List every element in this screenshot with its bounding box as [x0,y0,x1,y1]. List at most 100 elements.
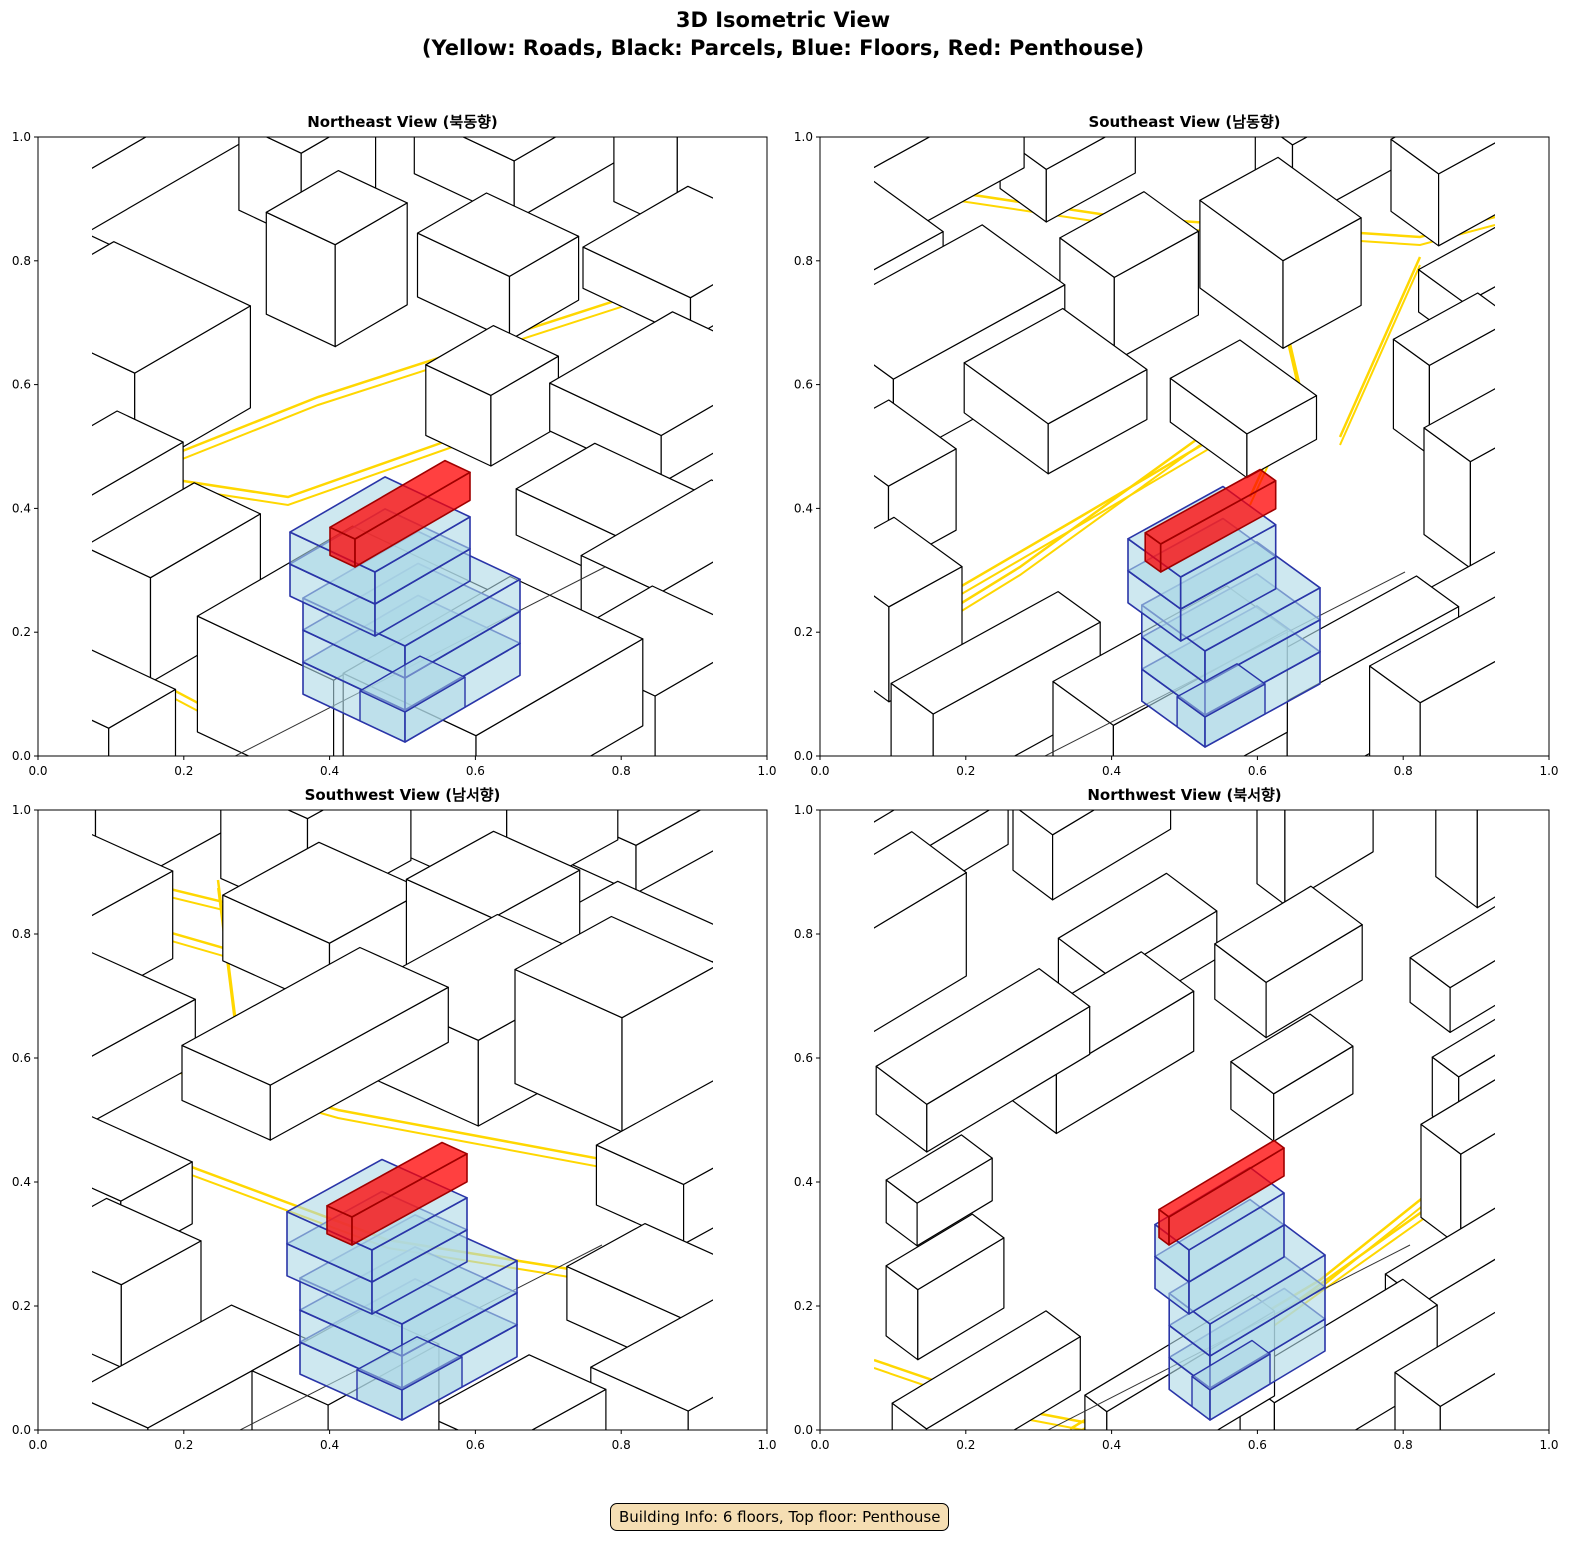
y-tick-label: 0.2 [12,625,31,639]
main-building [286,1141,518,1421]
box-face [222,841,427,944]
box-face [1417,226,1495,304]
scene [92,810,713,1430]
parcel-building [885,1134,993,1247]
box-face [566,1223,713,1325]
y-tick-label: 0.8 [12,254,31,268]
parcel-building [1230,1013,1354,1142]
parcel-building [1409,905,1495,1033]
box-face [1018,810,1096,836]
parcel-building [92,482,261,684]
box-face [92,137,251,231]
parcel-building [963,307,1148,475]
x-tick-label: 1.0 [757,1438,776,1452]
box-face [1394,1311,1495,1408]
box-face [92,719,110,756]
penthouse [1144,468,1277,573]
y-tick-label: 0.0 [794,749,813,763]
parcel-building [1169,339,1318,479]
box-face [1199,156,1362,262]
figure-title: 3D Isometric View [675,8,891,32]
x-tick-label: 0.0 [28,764,47,778]
box-face [1392,292,1495,366]
axes-frame [37,136,768,757]
parcel-building [265,169,408,348]
box-face [92,833,174,917]
y-tick-label: 0.6 [794,1051,813,1065]
subplot-title: Southwest View (남서향) [305,786,501,804]
x-tick-label: 0.8 [612,1438,631,1452]
box-face [595,1080,713,1185]
box-face [549,311,713,437]
road-line [1338,256,1422,438]
box-face [1158,1139,1285,1218]
x-tick-label: 0.8 [1394,764,1413,778]
box-face [356,1336,463,1391]
scene [874,137,1495,756]
box-face [425,325,560,396]
x-tick-label: 0.6 [466,764,485,778]
parcel-building [1256,810,1374,906]
y-tick-label: 0.4 [794,1175,813,1189]
box-face [265,137,331,154]
y-tick-label: 1.0 [12,130,31,144]
floor-annex [359,655,466,743]
axes-frame [37,809,768,1431]
x-tick-label: 0.0 [28,1438,47,1452]
box-face [265,169,408,246]
box-face [461,137,557,162]
parcel-building [425,325,560,467]
box-face [614,29,810,135]
box-face [635,810,713,894]
y-tick-label: 0.2 [12,1299,31,1313]
x-tick-label: 0.6 [1248,764,1267,778]
y-tick-label: 1.0 [794,803,813,817]
box-face [1284,810,1374,906]
parcel-building [582,185,713,340]
parcel-building [891,1310,1081,1430]
main-building [289,459,521,743]
box-face [1431,1018,1495,1078]
parcel-building [1420,1079,1495,1248]
box-face [92,241,251,374]
box-face [286,810,325,820]
box-face [421,1354,607,1430]
parcel-building [1214,885,1363,1039]
parcel-building [590,1299,713,1430]
y-tick-label: 0.4 [794,501,813,515]
x-tick-label: 0.2 [174,764,193,778]
box-face [874,399,957,487]
box-face [654,661,713,756]
box-face [580,479,713,594]
y-tick-label: 0.6 [12,378,31,392]
penthouse [326,1141,468,1246]
penthouse [1158,1139,1285,1246]
parcel-building [181,946,449,1141]
y-tick-label: 0.8 [12,927,31,941]
parcel-building [1423,388,1495,569]
subplot-title: Southeast View (남동향) [1088,113,1280,131]
parcel-building [92,137,251,231]
road-line [1339,264,1421,446]
x-tick-label: 0.4 [1102,1438,1121,1452]
parcel-building [885,1213,1005,1361]
box-face [181,946,449,1086]
box-face [1052,810,1172,901]
x-tick-label: 1.0 [1539,1438,1558,1452]
floor-annex [1191,1339,1271,1421]
box-face [405,830,581,919]
box-face [416,192,580,277]
box-face [1476,810,1495,909]
box-face [660,404,713,484]
box-face [1214,885,1363,983]
box-face [92,649,177,729]
x-tick-label: 1.0 [757,764,776,778]
x-tick-label: 0.4 [320,1438,339,1452]
y-tick-label: 0.8 [794,254,813,268]
box-face [891,1310,1081,1430]
